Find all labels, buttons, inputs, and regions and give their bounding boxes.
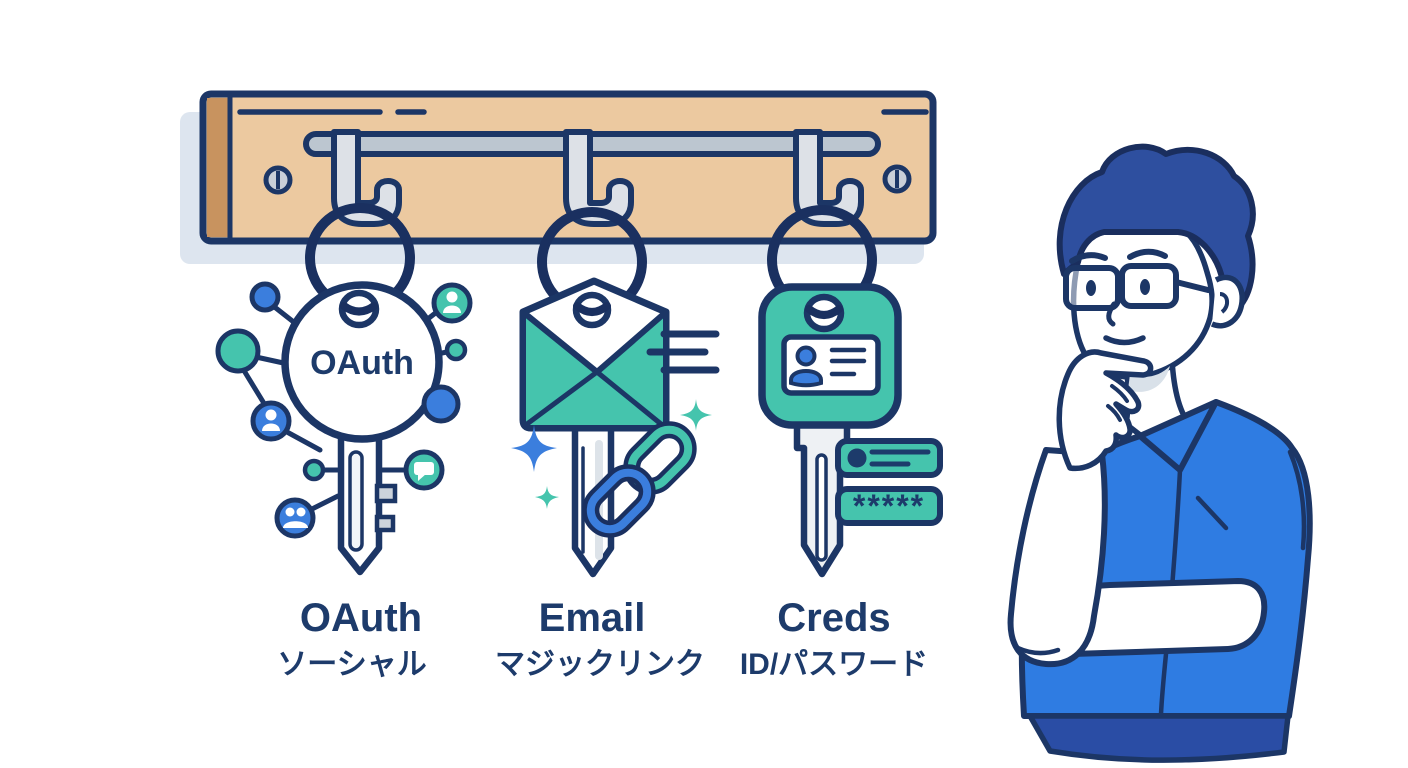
ring-through-hole [805, 305, 843, 319]
sparkle-icon [535, 486, 559, 509]
shirt-placket-line [1158, 467, 1183, 717]
screw-icon-left [263, 165, 293, 195]
shirt-collar [1137, 399, 1219, 473]
key-rack [180, 90, 937, 264]
network-node [444, 338, 468, 362]
user-icon [431, 282, 473, 324]
person-hair [1056, 143, 1256, 311]
envelope-icon [519, 277, 670, 432]
chat-icon [403, 449, 445, 491]
chain-link-icon [582, 421, 697, 538]
label-creds: Creds [777, 596, 890, 640]
rack-board-edge [207, 98, 229, 237]
network-node [302, 458, 326, 482]
key-email [511, 207, 720, 578]
person-pants [1027, 713, 1291, 763]
sparkle-icon [511, 425, 557, 472]
network-node [249, 281, 281, 313]
caption-email: マジックリンク [495, 648, 705, 681]
network-node [215, 328, 261, 374]
forearm [1007, 447, 1108, 668]
speed-lines [646, 330, 720, 374]
sparkle-icon [680, 399, 712, 431]
key-tooth [374, 514, 396, 533]
ring-through-hole [340, 302, 378, 316]
card-text-lines [829, 347, 867, 377]
thinking-person [1007, 143, 1313, 763]
smile [1103, 335, 1146, 346]
key-shaft-ridge [815, 453, 828, 562]
thinking-hand [1056, 349, 1154, 472]
label-email: Email [539, 596, 646, 640]
field-dot [847, 448, 867, 468]
label-oauth: OAuth [300, 596, 422, 640]
screw-icon-right [882, 164, 912, 194]
caption-oauth: ソーシャル [277, 648, 426, 681]
caption-creds: ID/パスワード [740, 648, 928, 681]
oauth-key-text: OAuth [310, 344, 414, 382]
eye [1140, 279, 1150, 295]
password-mask-text: ***** [853, 488, 925, 524]
field-lines [869, 449, 931, 467]
avatar-body [789, 369, 823, 388]
key-labels: OAuth Email Creds ソーシャル マジックリンク ID/パスワード [277, 596, 928, 681]
key-creds: ***** [758, 205, 943, 578]
eyebrows [1069, 248, 1168, 264]
eye [1086, 280, 1096, 296]
avatar [795, 345, 817, 367]
id-card-icon [781, 334, 881, 396]
social-network-nodes [215, 281, 473, 539]
hook-icon-3 [793, 129, 864, 227]
key-head [281, 281, 443, 443]
fist-knuckles [1015, 645, 1061, 656]
nose [1106, 301, 1117, 327]
ring-through-hole [573, 302, 611, 316]
user-icon [250, 400, 292, 442]
key-oauth: OAuth [215, 203, 473, 576]
password-field: ***** [835, 486, 943, 526]
hook-icon-1 [331, 129, 402, 227]
ear-detail [1219, 292, 1229, 314]
key-tooth [374, 483, 398, 504]
hook-icon-2 [563, 129, 634, 227]
network-node [421, 384, 461, 424]
hand-finger-lines [1106, 384, 1129, 422]
key-shaft-ridge [348, 450, 364, 552]
chin-shadow [1128, 366, 1170, 392]
username-field [835, 438, 943, 478]
users-icon [274, 497, 316, 539]
